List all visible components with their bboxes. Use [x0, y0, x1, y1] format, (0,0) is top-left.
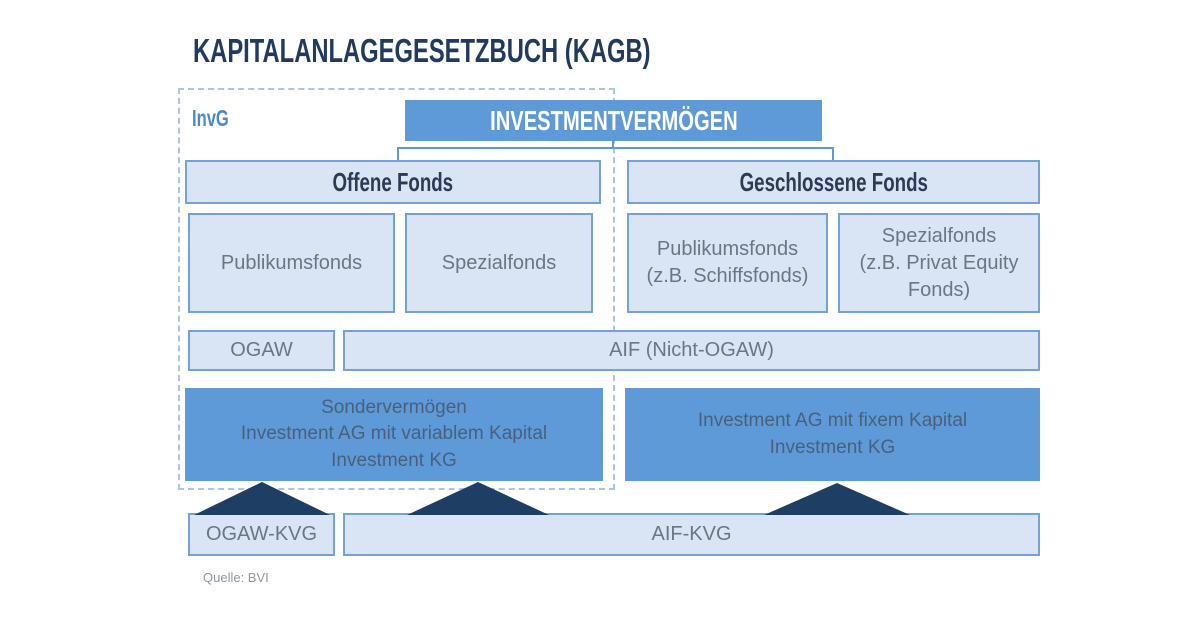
open-publikumsfonds-box: Publikumsfonds — [188, 213, 395, 313]
page-title-label: KAPITALANLAGEGESETZBUCH (KAGB) — [193, 32, 651, 69]
offene-fonds-label: Offene Fonds — [332, 166, 454, 197]
investmentvermoegen-box: INVESTMENTVERMÖGEN — [405, 100, 822, 141]
offene-fonds-header-box: Offene Fonds — [185, 160, 601, 204]
closed-publikumsfonds-box: Publikumsfonds (z.B. Schiffsfonds) — [627, 213, 828, 313]
geschlossene-fonds-label: Geschlossene Fonds — [739, 166, 928, 197]
investmentvermoegen-label: INVESTMENTVERMÖGEN — [489, 104, 738, 136]
connector-line-vertical — [612, 139, 614, 148]
source-note: Quelle: BVI — [203, 570, 269, 585]
ogaw-classification-box: OGAW — [188, 330, 335, 371]
open-spezialfonds-box: Spezialfonds — [405, 213, 593, 313]
arrow-up-icon — [764, 480, 910, 515]
closed-spezialfonds-box: Spezialfonds (z.B. Privat Equity Fonds) — [838, 213, 1040, 313]
aif-classification-box: AIF (Nicht-OGAW) — [343, 330, 1040, 371]
invg-frame-label-text: InvG — [192, 105, 229, 131]
connector-line-drop-left — [397, 147, 399, 161]
ogaw-kvg-box: OGAW-KVG — [188, 513, 335, 556]
arrow-up-icon — [407, 479, 549, 515]
closed-vehicles-box: Investment AG mit fixem Kapital Investme… — [625, 388, 1040, 481]
connector-line-drop-right — [832, 147, 834, 161]
open-vehicles-box: Sondervermögen Investment AG mit variabl… — [185, 388, 603, 481]
invg-frame-label: InvG — [192, 105, 243, 132]
page-title: KAPITALANLAGEGESETZBUCH (KAGB) — [193, 32, 829, 70]
aif-kvg-box: AIF-KVG — [343, 513, 1040, 556]
geschlossene-fonds-header-box: Geschlossene Fonds — [627, 160, 1040, 204]
arrow-up-icon — [194, 479, 330, 515]
connector-line-horizontal — [397, 147, 834, 149]
invg-dashed-frame — [178, 88, 615, 490]
